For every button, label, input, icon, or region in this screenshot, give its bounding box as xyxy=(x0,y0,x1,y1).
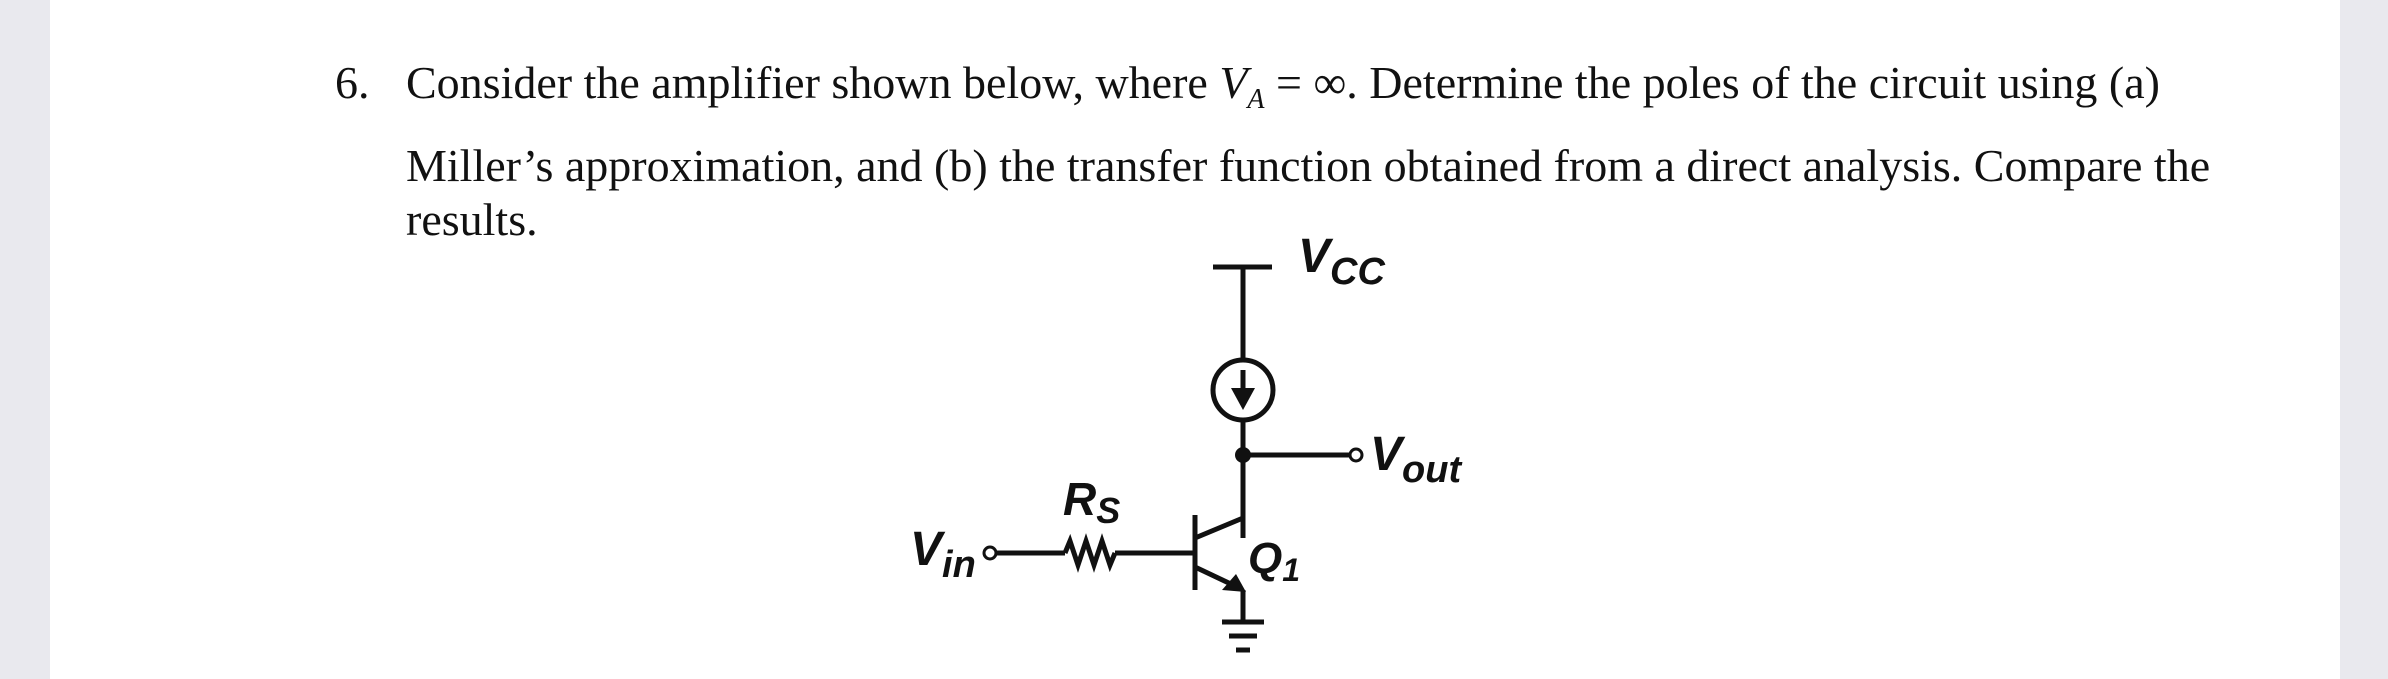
va-math: VA xyxy=(1219,57,1264,115)
vout-terminal xyxy=(1348,447,1364,463)
emitter-arrowhead xyxy=(1222,574,1246,592)
q1-collector xyxy=(1194,515,1244,541)
vin-label: Vin xyxy=(910,523,976,586)
q1-label: Q1 xyxy=(1248,534,1300,588)
problem-line-3: results. xyxy=(406,194,538,245)
va-infinity: = ∞ xyxy=(1264,57,1347,108)
problem-statement: Consider the amplifier shown below, wher… xyxy=(406,50,2226,253)
document-page: 6. Consider the amplifier shown below, w… xyxy=(50,0,2340,679)
rs-resistor xyxy=(1062,533,1118,573)
vout-node-dot xyxy=(1235,447,1251,463)
vout-label: Vout xyxy=(1370,428,1462,491)
line1-text-b: . Determine the poles of the circuit usi… xyxy=(1346,57,2160,108)
circuit-diagram: VCC Vout Vin RS Q1 xyxy=(910,230,1462,653)
vin-terminal xyxy=(982,545,998,561)
problem-number: 6. xyxy=(335,57,370,108)
current-source-arrowhead xyxy=(1231,388,1255,410)
rs-label: RS xyxy=(1063,473,1120,531)
vcc-label: VCC xyxy=(1298,230,1385,293)
problem-line-1: Consider the amplifier shown below, wher… xyxy=(406,50,2226,133)
line1-text-a: Consider the amplifier shown below, wher… xyxy=(406,57,1220,108)
q1-emitter xyxy=(1193,564,1235,588)
problem-line-2: Miller’s approximation, and (b) the tran… xyxy=(406,140,2211,191)
va-symbol: V xyxy=(1219,57,1248,108)
va-subscript: A xyxy=(1247,84,1265,115)
